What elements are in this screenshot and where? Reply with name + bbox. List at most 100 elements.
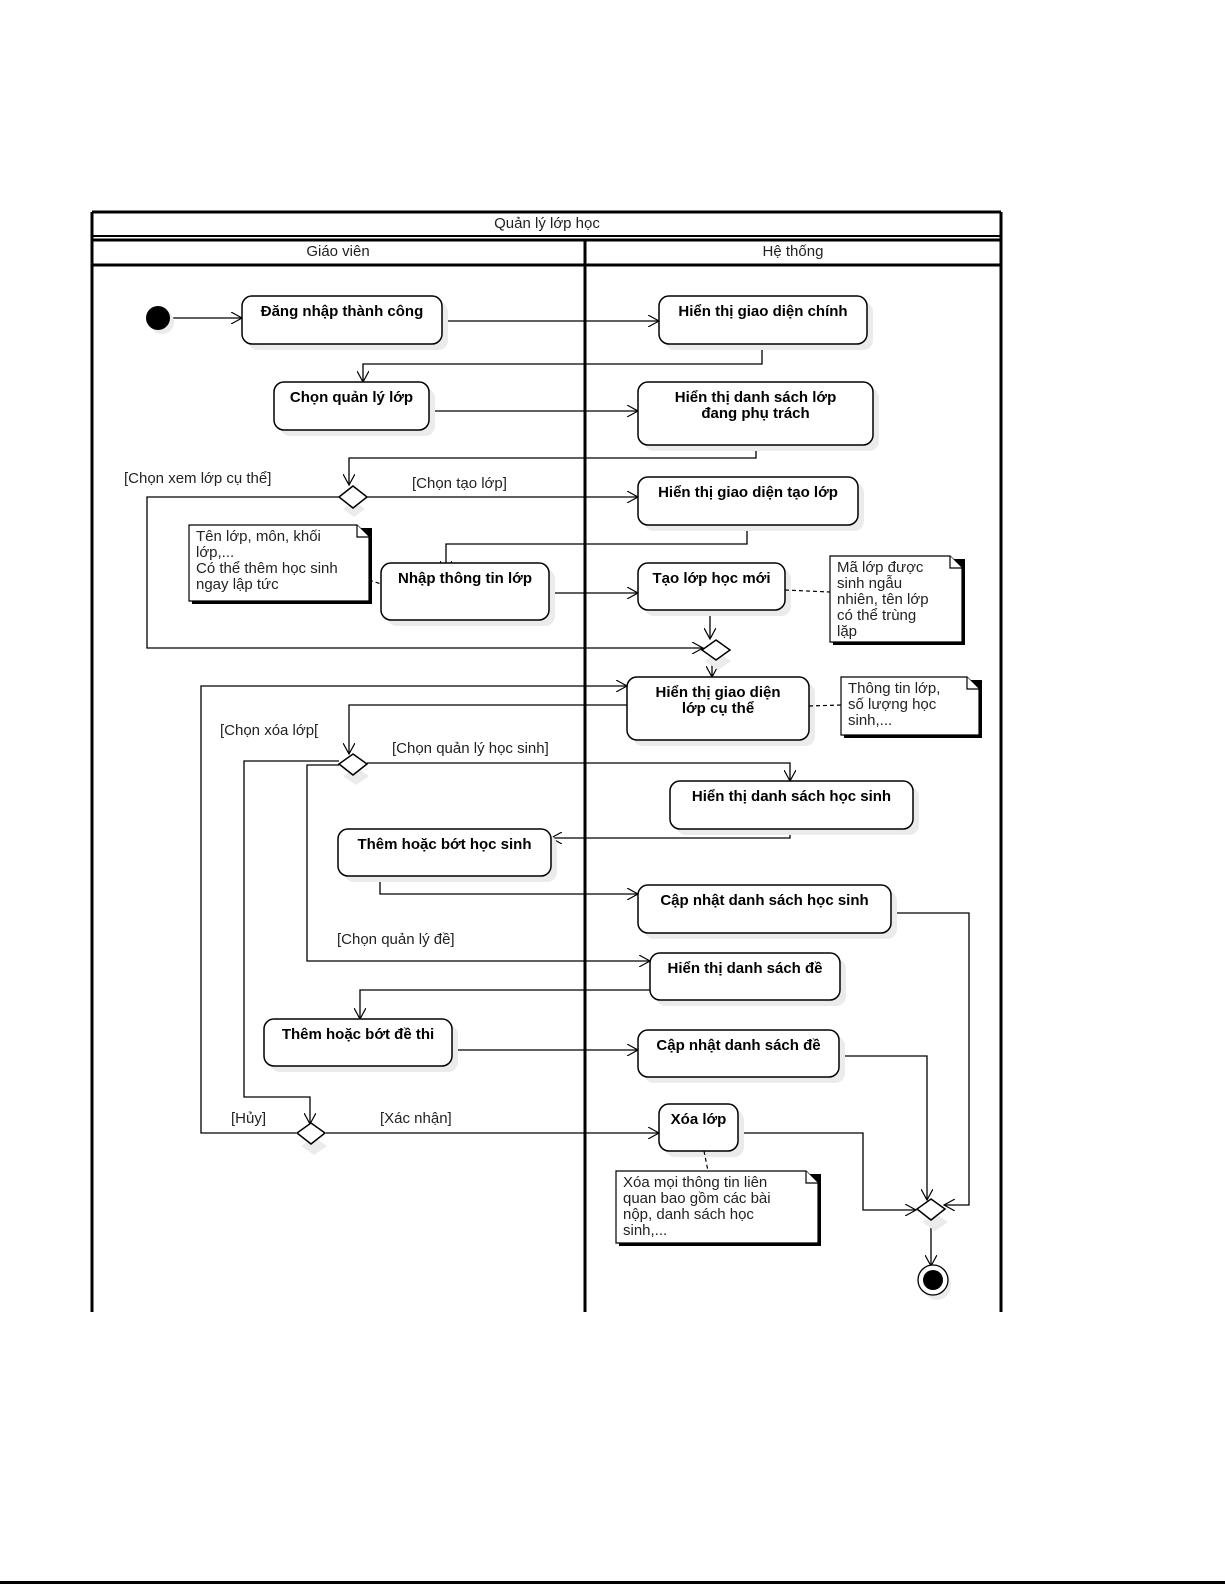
flow-classdetail-decision2 [349,704,627,754]
note-text-line: số lượng học [848,696,937,713]
activity-delete-class[interactable]: Xóa lớp [658,1103,744,1157]
activity-box [637,476,859,526]
activity-show-main[interactable]: Hiển thị giao diện chính [658,295,873,350]
final-node[interactable] [917,1264,951,1300]
note-text-line: Tên lớp, môn, khối [196,528,321,545]
activity-label: Hiển thị danh sách đề [667,960,822,977]
guard-create-class: [Chọn tạo lớp] [412,475,507,492]
note-anchor-line [703,1150,709,1172]
note-text-line: lặp [837,623,857,640]
decision-nodes [295,485,948,1231]
note-text-line: sinh ngẫu [837,575,902,592]
flow-decision2-students [367,762,790,781]
note-text-line: Có thể thêm học sinh [196,560,338,577]
activity-box [637,1029,840,1078]
guard-manage-students: [Chọn quản lý học sinh] [392,740,549,757]
merge-class-detail[interactable] [700,639,732,670]
activity-label: Hiển thị giao diện chính [678,303,847,320]
flow-updatestudents-merge [891,912,970,1205]
note-box [188,524,370,602]
activity-label: Hiển thị giao diện tạo lớp [658,484,838,501]
activity-label: Đăng nhập thành công [261,303,424,320]
note-text-line: nhiên, tên lớp [837,591,929,608]
control-flows [146,318,970,1266]
activity-label: Thêm hoặc bớt đề thi [282,1026,434,1043]
activity-update-exams[interactable]: Cập nhật danh sách đề [637,1029,845,1083]
activity-label: Hiển thị giao diện [655,684,780,701]
diagram-title: Quản lý lớp học [494,215,600,232]
guard-cancel: [Hủy] [231,1110,266,1127]
page-bottom-rule [0,1581,1225,1584]
activity-create-class[interactable]: Tạo lớp học mới [637,562,791,616]
activity-box [626,676,810,741]
note-text-line: ngay lập tức [196,576,279,593]
note-text-line: sinh,... [848,712,892,729]
activity-box [637,381,874,446]
activity-box [380,562,550,621]
note-text-line: Mã lớp được [837,559,924,576]
activity-edit-students[interactable]: Thêm hoặc bớt học sinh [337,828,557,882]
activity-box [337,828,552,877]
activity-login[interactable]: Đăng nhập thành công [241,295,448,350]
note-class-detail: Thông tin lớp,số lượng họcsinh,... [808,676,982,738]
activity-label: Hiển thị danh sách học sinh [692,788,891,805]
guard-manage-exams: [Chọn quản lý đề] [337,931,455,948]
lane-header-teacher: Giáo viên [306,243,369,260]
activity-update-students[interactable]: Cập nhật danh sách học sinh [637,884,897,939]
initial-node[interactable] [146,306,174,334]
note-text-line: sinh,... [623,1222,667,1239]
decision-delete-confirm[interactable] [295,1122,327,1155]
note-text-line: Xóa mọi thông tin liên [623,1174,767,1191]
note-text-line: nộp, danh sách học [623,1206,754,1223]
activity-show-students[interactable]: Hiển thị danh sách học sinh [669,780,919,835]
note-text-line: lớp,... [196,544,234,561]
note-text-line: có thể trùng [837,607,916,624]
activity-show-create-ui[interactable]: Hiển thị giao diện tạo lớp [637,476,864,531]
activity-box [658,295,868,345]
flow-cancel-classdetail [200,686,627,1134]
guard-view-class: [Chọn xem lớp cụ thể] [124,470,271,487]
guard-confirm: [Xác nhận] [380,1110,452,1127]
activity-label: Tạo lớp học mới [652,570,770,587]
flow-createui-enterinfo [446,525,748,572]
activity-box [637,562,786,611]
guard-delete-class: [Chọn xóa lớp[ [220,722,319,739]
activity-box [263,1018,453,1067]
activity-label: Chọn quản lý lớp [290,389,413,406]
decision-class-action[interactable] [337,485,369,517]
decision-detail-action[interactable] [337,753,369,785]
activity-label: đang phụ trách [701,405,809,422]
lane-header-system: Hệ thống [763,243,824,260]
flow-showmain-choose [363,344,763,382]
activity-label: Nhập thông tin lớp [398,570,532,587]
flow-delete-merge [738,1132,916,1210]
activity-label: Cập nhật danh sách đề [656,1037,820,1054]
flow-decision-viewclass [146,496,703,648]
merge-final[interactable] [915,1198,948,1231]
activity-label: Xóa lớp [671,1111,727,1128]
activity-label: Thêm hoặc bớt học sinh [357,836,531,853]
flow-classlist-decision [349,445,757,485]
activity-label: Hiển thị danh sách lớp [675,389,837,406]
swimlane-frame: Quản lý lớp học Giáo viên Hệ thống [90,210,1003,1312]
activity-box [637,884,892,934]
flow-updateexams-merge [839,1055,927,1200]
note-box [840,676,980,736]
activity-label: lớp cụ thể [682,700,754,717]
activity-show-exams[interactable]: Hiển thị danh sách đề [649,952,846,1006]
activity-enter-info[interactable]: Nhập thông tin lớp [380,562,555,626]
note-fold-icon [966,677,979,690]
guard-labels: [Chọn xem lớp cụ thể] [Chọn tạo lớp] [Ch… [124,470,549,1127]
flow-decision2-exams [306,764,650,961]
activity-box [658,1103,739,1152]
activity-choose-manage[interactable]: Chọn quản lý lớp [273,381,435,436]
note-fold-icon [949,556,962,569]
activity-edit-exams[interactable]: Thêm hoặc bớt đề thi [263,1018,458,1072]
activity-box [669,780,914,830]
